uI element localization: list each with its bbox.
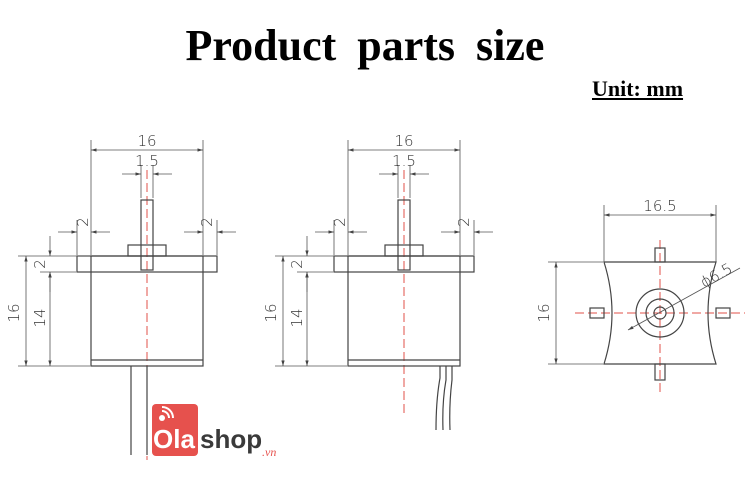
dim-flange-offset-left-2: 2 <box>331 217 349 227</box>
olashop-logo: Ola shop .vn <box>150 404 290 460</box>
dim-total-height-2: 16 <box>262 303 280 322</box>
dim-boss-diameter: ϕ6.5 <box>697 259 735 291</box>
dim-body-height-2: 14 <box>288 308 306 327</box>
dim-flange-thickness-2: 2 <box>288 259 306 269</box>
unit-label: Unit: mm <box>592 76 684 101</box>
boss-outer <box>635 288 685 338</box>
front-view-2: 16 1.5 2 2 16 2 14 <box>262 132 493 431</box>
dim-flange-offset-right-2: 2 <box>455 217 473 227</box>
top-view: ϕ6.5 16.5 16 <box>535 197 745 395</box>
dim-body-width-2: 16 <box>394 132 413 150</box>
dim-body-height: 14 <box>31 308 49 327</box>
logo-text-suffix: .vn <box>262 445 276 459</box>
dim-total-height: 16 <box>5 303 23 322</box>
top-body-outline <box>603 261 717 365</box>
logo-text-shop: shop <box>200 424 262 454</box>
dim-top-view-height: 16 <box>535 303 553 322</box>
page-title: Product parts size <box>185 21 545 70</box>
logo-text-ola: Ola <box>153 424 195 454</box>
dim-flange-offset-left: 2 <box>74 217 92 227</box>
dim-shaft-diameter: 1.5 <box>135 152 159 170</box>
dim-flange-offset-right: 2 <box>198 217 216 227</box>
dim-top-view-width: 16.5 <box>643 197 676 215</box>
dim-flange-thickness: 2 <box>31 259 49 269</box>
dim-body-width: 16 <box>137 132 156 150</box>
motor-shaft <box>140 199 154 271</box>
front-view-1: 16 1.5 2 2 16 2 14 <box>5 132 236 460</box>
dim-shaft-diameter-2: 1.5 <box>392 152 416 170</box>
